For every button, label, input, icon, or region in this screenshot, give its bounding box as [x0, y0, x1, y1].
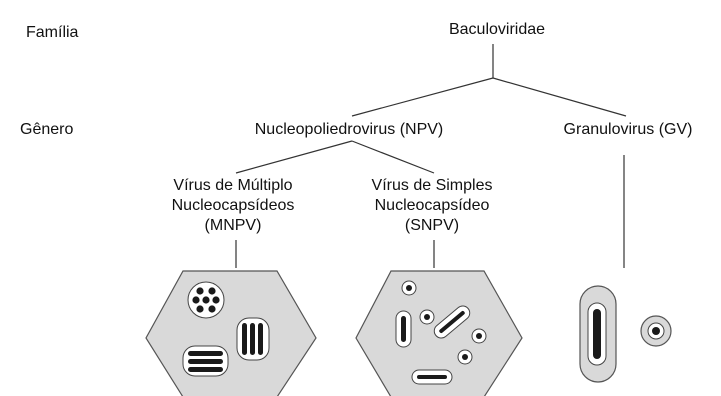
connector-npv-to-snpv	[351, 140, 435, 174]
node-genus-npv: Nucleopoliedrovirus (NPV)	[254, 121, 444, 138]
rank-label-genus: Gênero	[20, 121, 74, 138]
single-nucleocapsid-cross-section	[419, 309, 435, 325]
polyhedron-shape	[145, 270, 317, 396]
node-snpv: Vírus de Simples Nucleocapsídeo (SNPV)	[372, 176, 493, 236]
single-nucleocapsid-diagonal	[433, 305, 471, 339]
node-snpv-line3: (SNPV)	[404, 217, 460, 234]
node-mnpv-line3: (MNPV)	[204, 217, 262, 234]
connector-to-npv	[351, 77, 494, 117]
single-nucleocapsid-cross-section	[457, 349, 473, 365]
mnpv-polyhedron	[145, 270, 317, 396]
node-mnpv-line1: Vírus de Múltiplo	[173, 177, 293, 194]
node-mnpv-line2: Nucleocapsídeos	[171, 197, 295, 214]
single-nucleocapsid-cross-section	[471, 328, 487, 344]
node-genus-gv: Granulovirus (GV)	[563, 121, 693, 138]
rank-label-family: Família	[26, 24, 79, 41]
nucleocapsid-bundle-cross-section	[187, 281, 225, 319]
gv-granule-longitudinal	[579, 285, 617, 383]
connector-to-gv	[492, 77, 627, 117]
node-snpv-line1: Vírus de Simples	[371, 177, 493, 194]
node-mnpv: Vírus de Múltiplo Nucleocapsídeos (MNPV)	[172, 176, 295, 236]
single-nucleocapsid-cross-section	[401, 280, 417, 296]
single-nucleocapsid-vertical	[395, 310, 412, 348]
gv-granule-cross-section	[640, 315, 672, 347]
nucleocapsid-bundle-horizontal	[182, 345, 229, 377]
node-snpv-line2: Nucleocapsídeo	[374, 197, 490, 214]
node-family-baculoviridae: Baculoviridae	[448, 21, 546, 38]
snpv-polyhedron	[355, 270, 523, 396]
connector-npv-to-mnpv	[235, 140, 353, 174]
tree-connectors	[235, 44, 627, 268]
nucleocapsid-bundle-vertical	[236, 317, 270, 361]
single-nucleocapsid-horizontal	[411, 369, 453, 385]
